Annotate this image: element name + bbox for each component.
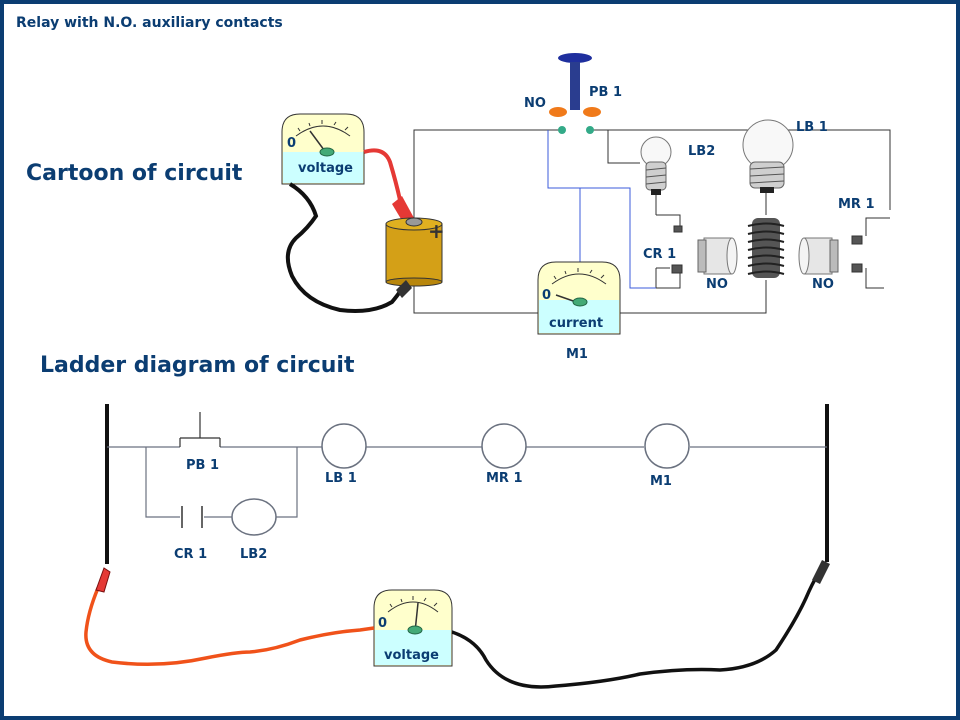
ladder-voltmeter-label: voltage (384, 648, 439, 663)
bulb-lb1-icon (742, 119, 794, 193)
relay-coil-icon (747, 218, 785, 278)
ammeter-zero: 0 (542, 288, 551, 303)
cartoon-pb1-label: PB 1 (589, 85, 622, 100)
voltmeter-zero: 0 (287, 136, 296, 151)
cartoon-heading: Cartoon of circuit (26, 161, 243, 186)
cartoon-lb2-label: LB2 (688, 144, 715, 159)
battery-plus-sign: + (428, 219, 445, 243)
ladder-pb1-label: PB 1 (186, 458, 219, 473)
cartoon-pb-no-label: NO (524, 96, 546, 111)
ammeter-icon (537, 261, 621, 335)
cartoon-no-left-label: NO (706, 277, 728, 292)
relay-armature-left-icon (697, 237, 738, 275)
ladder-m1-symbol (644, 423, 690, 469)
cartoon-m1-label: M1 (566, 347, 588, 362)
cartoon-blue-wiring (547, 130, 656, 289)
cartoon-wiring (413, 129, 891, 314)
cartoon-mr1-label: MR 1 (838, 197, 875, 212)
relay-armature-right-icon (798, 237, 839, 275)
cartoon-cr1-label: CR 1 (643, 247, 676, 262)
ladder-negative-lead (451, 573, 820, 689)
ladder-lb2-symbol (231, 498, 277, 536)
ladder-mr1-label: MR 1 (486, 471, 523, 486)
bulb-lb2-icon (640, 136, 672, 195)
ladder-pb1-symbol (179, 412, 221, 447)
negative-clip-icon (396, 280, 412, 298)
ladder-m1-label: M1 (650, 474, 672, 489)
voltmeter-icon (281, 113, 365, 185)
ladder-cr1-label: CR 1 (174, 547, 207, 562)
ladder-lb1-label: LB 1 (325, 471, 357, 486)
ammeter-label: current (549, 316, 603, 331)
ladder-lb1-symbol (321, 423, 367, 469)
ladder-negative-clip-icon (812, 560, 830, 584)
page-title: Relay with N.O. auxiliary contacts (16, 15, 283, 31)
ladder-positive-clip-icon (95, 567, 111, 593)
ladder-voltmeter-icon (373, 589, 453, 667)
positive-clip-icon (392, 196, 414, 224)
ladder-parallel-branch (145, 447, 298, 518)
mr1-contacts-icon (851, 217, 890, 289)
pushbutton-pb1 (549, 53, 601, 134)
cartoon-no-right-label: NO (812, 277, 834, 292)
ladder-positive-lead (84, 587, 375, 666)
voltmeter-negative-lead (285, 182, 408, 313)
battery-icon (385, 217, 443, 287)
cr1-contacts-icon (656, 214, 683, 274)
ladder-mr1-symbol (481, 423, 527, 469)
ladder-voltmeter-zero: 0 (378, 616, 387, 631)
ladder-lb2-label: LB2 (240, 547, 267, 562)
voltmeter-label: voltage (298, 161, 353, 176)
ladder-cr1-symbol (181, 506, 203, 528)
cartoon-lb1-label: LB 1 (796, 120, 828, 135)
ladder-heading: Ladder diagram of circuit (40, 353, 355, 378)
